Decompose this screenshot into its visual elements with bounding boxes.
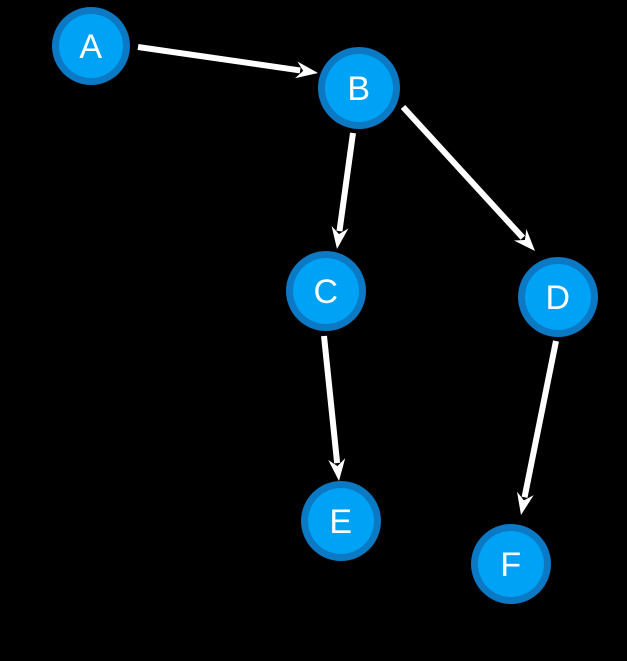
graph-node-b[interactable]: B — [318, 47, 400, 129]
graph-edge[interactable] — [517, 340, 559, 515]
graph-edge[interactable] — [331, 132, 356, 249]
edge-line — [521, 340, 559, 498]
node-fill — [525, 264, 591, 330]
edge-arrowhead — [517, 491, 534, 515]
edge-arrowhead — [328, 458, 346, 481]
graph-node-f[interactable]: F — [471, 524, 551, 604]
node-fill — [325, 54, 393, 122]
graph-node-c[interactable]: C — [286, 251, 366, 331]
edge-line — [321, 335, 341, 464]
graph-edge[interactable] — [321, 335, 346, 481]
node-label: A — [79, 28, 102, 66]
edge-line — [336, 132, 356, 232]
node-label: D — [545, 279, 570, 317]
graph-node-e[interactable]: E — [301, 481, 381, 561]
graph-node-a[interactable]: A — [52, 7, 130, 85]
edge-arrowhead — [295, 61, 318, 79]
node-fill — [308, 488, 374, 554]
node-label: B — [347, 70, 370, 108]
edges-layer — [137, 44, 559, 515]
node-fill — [478, 531, 544, 597]
node-label: E — [329, 503, 352, 541]
edge-arrowhead — [331, 226, 349, 249]
edge-arrowhead — [513, 229, 535, 251]
graph-edge[interactable] — [137, 44, 318, 79]
edge-line — [137, 44, 301, 74]
node-label: C — [313, 273, 338, 311]
node-label: F — [500, 546, 521, 584]
edge-line — [400, 104, 526, 240]
graph-node-d[interactable]: D — [518, 257, 598, 337]
node-fill — [59, 14, 123, 78]
graph-edge[interactable] — [400, 104, 535, 251]
node-fill — [293, 258, 359, 324]
nodes-layer: A B C D E F — [52, 7, 598, 604]
